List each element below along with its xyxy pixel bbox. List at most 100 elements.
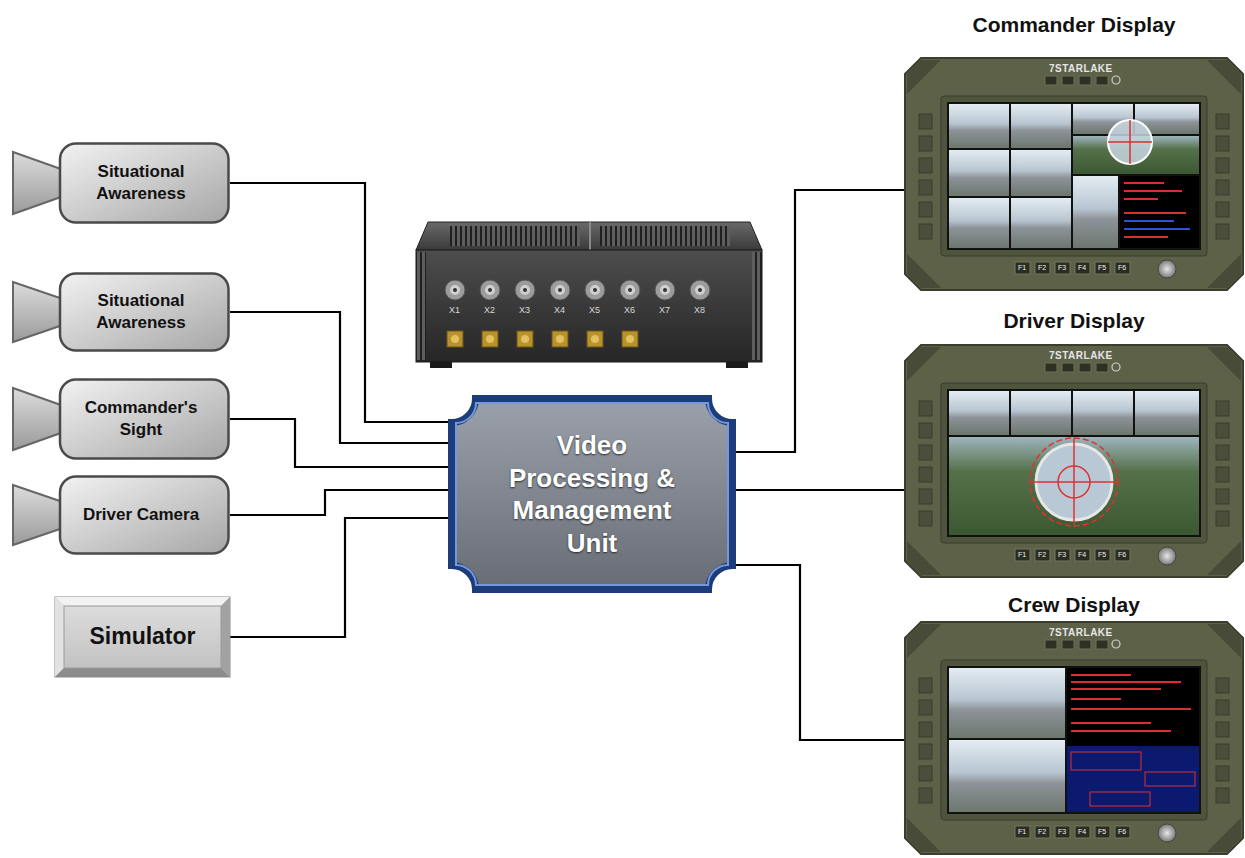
bnc-connector xyxy=(558,288,562,292)
driver-screen xyxy=(1030,438,1118,526)
display-unit: Driver Display xyxy=(905,308,1243,579)
brand-label: 7STARLAKE xyxy=(1049,627,1113,638)
connector-label: X3 xyxy=(519,305,530,315)
commander-screen xyxy=(1129,120,1131,164)
gold-connector xyxy=(626,335,634,343)
video-unit-hardware xyxy=(416,222,762,250)
bnc-connector xyxy=(625,285,635,295)
video-unit-hardware xyxy=(600,226,730,246)
bnc-connector xyxy=(515,280,535,300)
gold-connector xyxy=(447,331,463,347)
node-outline xyxy=(12,272,230,352)
commander-screen xyxy=(1124,212,1186,214)
function-key-label: F4 xyxy=(1078,550,1086,560)
text-group: Crew Display xyxy=(1008,592,1140,617)
bnc-connector xyxy=(663,288,667,292)
text-group: Driver Camera xyxy=(83,504,199,526)
node-outline xyxy=(12,142,230,224)
bnc-connector xyxy=(445,280,465,300)
bnc-connector xyxy=(585,280,605,300)
gold-connector xyxy=(517,331,533,347)
camera-box: Situational Awareness xyxy=(12,272,230,352)
gold-connector xyxy=(556,335,564,343)
bnc-connector xyxy=(480,280,500,300)
node-outline xyxy=(448,395,736,593)
function-key-label: F5 xyxy=(1098,550,1106,560)
node-outline xyxy=(456,403,728,585)
function-key-label: F4 xyxy=(1078,827,1086,837)
bnc-connector xyxy=(655,280,675,300)
text-group: Commander Display xyxy=(972,12,1175,37)
display-title: Driver Display xyxy=(1003,308,1144,333)
processing-unit: Video Processing & Management Unit xyxy=(448,395,736,593)
display-title: Commander Display xyxy=(972,12,1175,37)
node-outline xyxy=(60,477,229,554)
connector-label: X6 xyxy=(624,305,635,315)
commander-screen xyxy=(949,150,1009,196)
node-label: Driver Camera xyxy=(83,504,199,526)
display-frame xyxy=(905,58,1243,854)
function-key-label: F3 xyxy=(1058,550,1066,560)
commander-screen xyxy=(1124,198,1158,200)
brand-label: 7STARLAKE xyxy=(1049,350,1113,361)
function-key-label: F4 xyxy=(1078,263,1086,273)
function-key-label: F1 xyxy=(1018,550,1026,560)
camera-box: Situational Awareness xyxy=(12,142,230,224)
node-outline xyxy=(60,380,229,459)
video-unit-hardware xyxy=(752,252,762,360)
connector-label: X8 xyxy=(694,305,705,315)
driver-screen xyxy=(949,391,1009,435)
node-label: Situational Awareness xyxy=(82,161,200,205)
bnc-connector xyxy=(488,288,492,292)
crew-screen xyxy=(1071,722,1151,724)
connector-line xyxy=(230,419,448,467)
text-group: Situational Awareness xyxy=(82,161,200,205)
driver-screen xyxy=(1073,438,1075,526)
connector-label: X4 xyxy=(554,305,565,315)
node-label: Simulator xyxy=(89,623,195,651)
crew-screen xyxy=(1067,746,1199,812)
text-group: Situational Awareness xyxy=(82,290,200,334)
camera-box: Commander's Sight xyxy=(12,378,230,460)
simulator-box: Simulator xyxy=(55,597,230,677)
function-key-label: F5 xyxy=(1098,263,1106,273)
gold-connector xyxy=(451,335,459,343)
connector-label: X5 xyxy=(589,305,600,315)
crew-screen xyxy=(1071,698,1121,700)
crew-screen xyxy=(1071,730,1171,732)
commander-screen xyxy=(1124,228,1190,230)
bnc-connector xyxy=(620,280,640,300)
function-key-label: F2 xyxy=(1038,263,1046,273)
function-key-label: F6 xyxy=(1118,827,1126,837)
commander-screen xyxy=(1124,236,1168,238)
node-outline xyxy=(64,606,221,668)
node-outline xyxy=(55,597,64,677)
crew-screen xyxy=(1071,681,1181,683)
video-unit-hardware xyxy=(589,222,591,250)
driver-screen xyxy=(1058,466,1090,498)
video-unit-hardware xyxy=(416,250,762,362)
bnc-connector xyxy=(453,288,457,292)
gold-connector xyxy=(591,335,599,343)
video-unit-hardware xyxy=(450,226,580,246)
bnc-connector xyxy=(445,280,710,300)
driver-screen xyxy=(1135,391,1199,435)
connector-label: X1 xyxy=(449,305,460,315)
bnc-connector xyxy=(628,288,632,292)
camera-box: Driver Camera xyxy=(12,475,230,555)
driver-screen xyxy=(1011,391,1071,435)
function-key-label: F6 xyxy=(1118,550,1126,560)
text-group: Driver Display xyxy=(1003,308,1144,333)
commander-screen xyxy=(1011,198,1071,248)
connector-line xyxy=(736,489,905,491)
commander-screen xyxy=(949,104,1009,148)
commander-screen xyxy=(949,198,1009,248)
function-key-label: F2 xyxy=(1038,827,1046,837)
brand-label: 7STARLAKE xyxy=(1049,63,1113,74)
function-key-label: F2 xyxy=(1038,550,1046,560)
bnc-connector xyxy=(660,285,670,295)
node-label: Video Processing & Management Unit xyxy=(497,429,687,559)
bnc-connector xyxy=(450,285,460,295)
commander-screen xyxy=(1011,104,1071,148)
